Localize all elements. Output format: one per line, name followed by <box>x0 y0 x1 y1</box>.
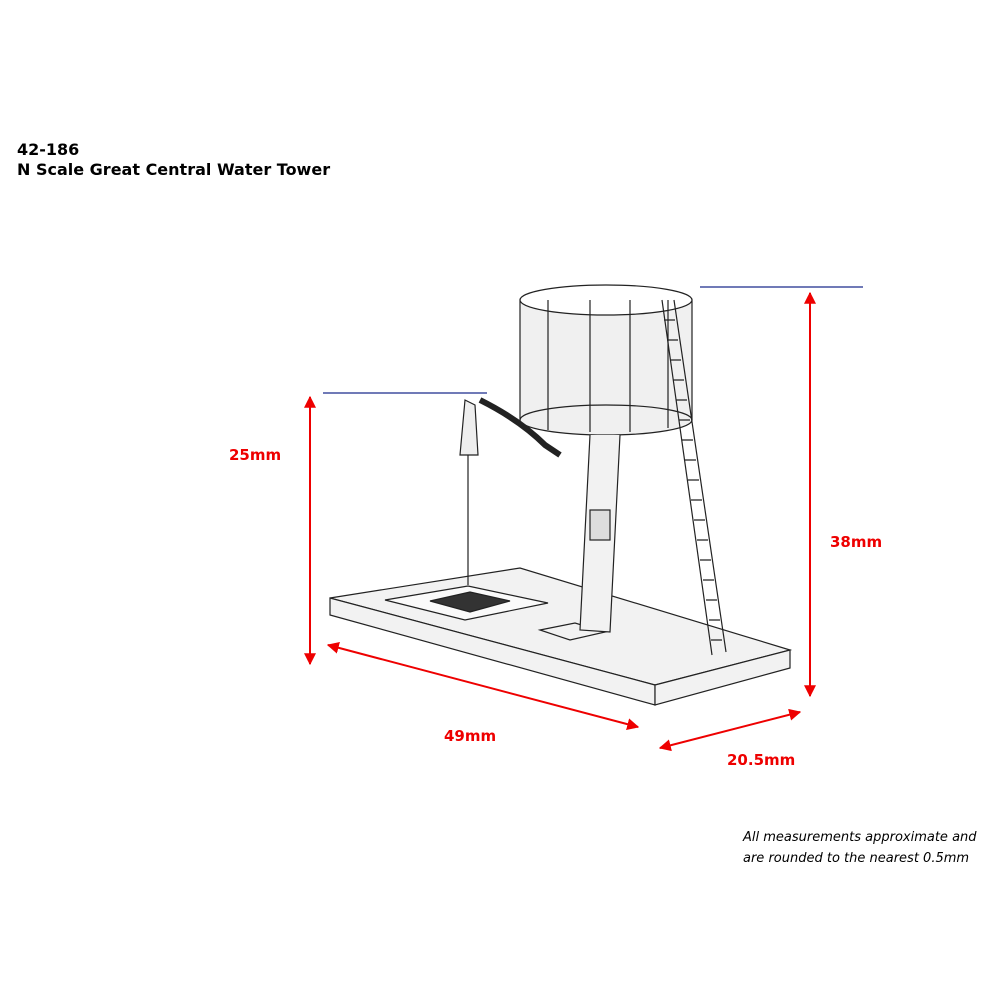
note-line-2: are rounded to the nearest 0.5mm <box>743 851 970 866</box>
dim-length: 49mm <box>444 727 497 745</box>
tank <box>519 284 693 436</box>
dimension-arrows <box>304 291 816 752</box>
ladder <box>661 299 727 656</box>
measurement-note: All measurements approximate and are roun… <box>743 827 977 869</box>
product-code: 42-186 <box>17 140 80 159</box>
dim-depth: 20.5mm <box>727 751 796 769</box>
dim-total-height: 38mm <box>830 533 883 551</box>
dim-spout-height: 25mm <box>229 446 282 464</box>
note-line-1: All measurements approximate and <box>743 830 977 845</box>
product-title: N Scale Great Central Water Tower <box>17 160 331 179</box>
